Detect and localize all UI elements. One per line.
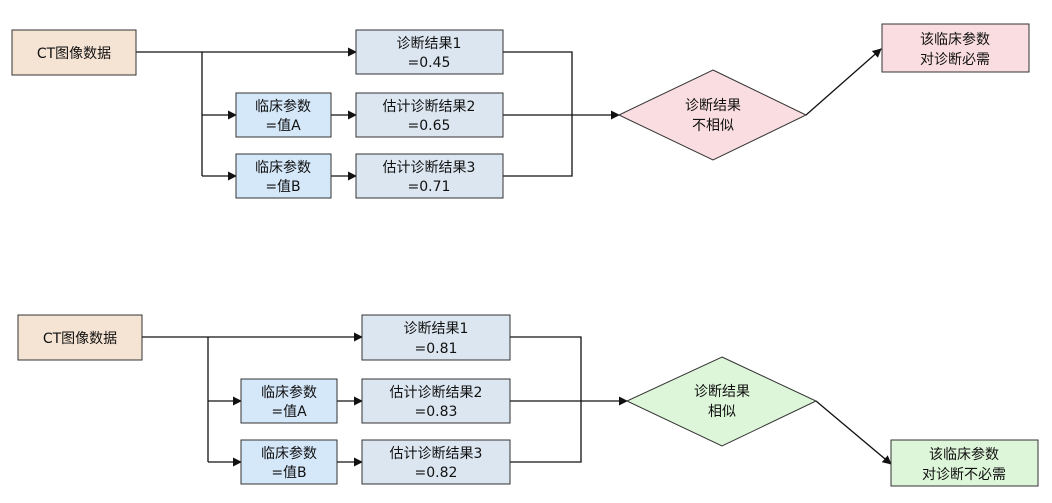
top-result3-box: 估计诊断结果3 =0.71 [355,153,504,199]
bottom-edge-collector [510,336,582,463]
top-edge-collector [503,51,573,177]
top-decision-diamond: 诊断结果 不相似 [617,69,808,161]
bottom-diagram: CT图像数据 诊断结果1 =0.81 临床参数 =值A 估计诊断结果2 =0.8… [17,314,1039,487]
top-input-label: CT图像数据 [37,46,111,62]
bottom-decision-diamond: 诊断结果 相似 [625,356,818,447]
bottom-result3-line1: 估计诊断结果3 [390,446,483,462]
bottom-input-label: CT图像数据 [43,331,117,347]
bottom-result2-line2: =0.83 [415,404,458,420]
bottom-edge-to-conclusion [815,400,892,465]
top-result1-line1: 诊断结果1 [397,36,462,52]
top-input-box: CT图像数据 [11,29,137,76]
top-param-b-line2: =值B [265,179,300,195]
top-conclusion-line2: 对诊断必需 [920,52,990,68]
bottom-param-b-line2: =值B [271,465,306,481]
bottom-result1-box: 诊断结果1 =0.81 [361,314,511,361]
bottom-decision-line2: 相似 [708,404,736,420]
bottom-param-b-box: 临床参数 =值B [240,439,338,485]
bottom-param-a-box: 临床参数 =值A [240,378,338,424]
bottom-result2-box: 估计诊断结果2 =0.83 [361,378,511,424]
top-conclusion-box: 该临床参数 对诊断必需 [881,23,1030,73]
top-param-a-line1: 临床参数 [255,98,311,115]
bottom-param-a-line1: 临床参数 [261,384,317,401]
top-param-a-line2: =值A [265,118,301,134]
top-conclusion-line1: 该临床参数 [920,31,990,48]
top-result3-line1: 估计诊断结果3 [383,160,476,176]
top-result1-box: 诊断结果1 =0.45 [355,29,504,75]
top-diagram: CT图像数据 诊断结果1 =0.45 临床参数 =值A 估计诊断结果2 =0.6… [11,23,1030,199]
top-param-b-box: 临床参数 =值B [235,153,332,199]
bottom-result1-line2: =0.81 [415,341,458,357]
top-decision-line2: 不相似 [692,118,734,134]
top-edges [136,47,882,181]
bottom-input-box: CT图像数据 [17,314,143,361]
top-result2-box: 估计诊断结果2 =0.65 [355,92,504,138]
bottom-conclusion-line2: 对诊断不必需 [922,467,1006,483]
top-result2-line1: 估计诊断结果2 [383,99,476,115]
top-decision-line1: 诊断结果 [685,98,741,114]
bottom-result3-box: 估计诊断结果3 =0.82 [361,439,511,485]
top-result2-line2: =0.65 [408,118,451,134]
bottom-conclusion-box: 该临床参数 对诊断不必需 [890,439,1039,487]
top-param-a-box: 临床参数 =值A [235,92,332,138]
bottom-param-a-line2: =值A [271,404,307,420]
bottom-result2-line1: 估计诊断结果2 [390,385,483,401]
bottom-result1-line1: 诊断结果1 [404,321,469,337]
top-param-b-line1: 临床参数 [255,159,311,176]
bottom-decision-line1: 诊断结果 [694,384,750,400]
top-result3-line2: =0.71 [408,179,451,195]
bottom-edges [142,332,892,467]
top-edge-to-conclusion [805,48,882,116]
top-result1-line2: =0.45 [408,55,451,71]
bottom-result3-line2: =0.82 [415,465,458,481]
bottom-conclusion-line1: 该临床参数 [929,446,999,463]
bottom-param-b-line1: 临床参数 [261,445,317,462]
